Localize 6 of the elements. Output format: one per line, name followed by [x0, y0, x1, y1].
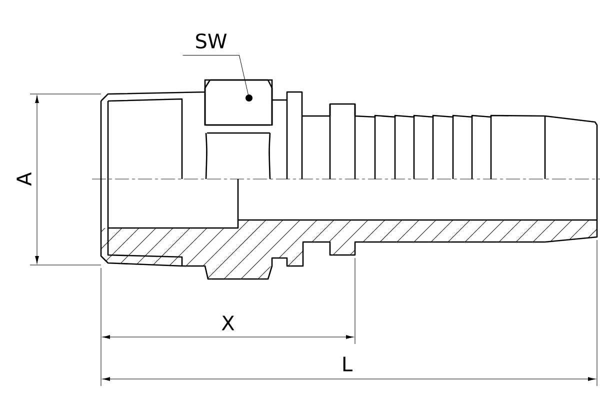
- dimension-label: A: [16, 172, 32, 186]
- dimension-label: X: [222, 316, 234, 330]
- dimension-label: L: [343, 356, 352, 372]
- leader-line: [182, 54, 252, 102]
- hex-nut: [204, 79, 273, 126]
- callout-label: SW: [196, 33, 227, 49]
